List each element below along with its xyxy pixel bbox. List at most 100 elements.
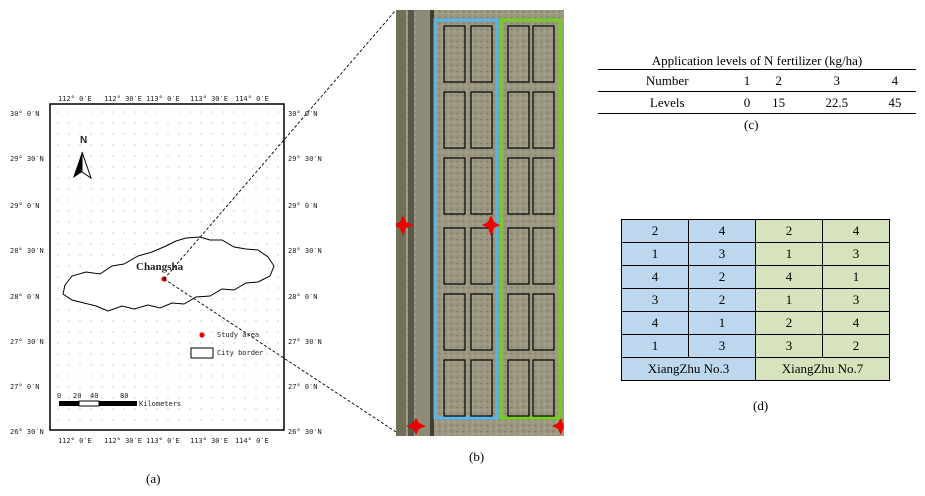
grid-row: 1 3 3 2 — [621, 334, 890, 358]
grid-row: 2 4 2 4 — [621, 219, 890, 243]
table-cell: 3 — [799, 69, 874, 92]
scale-tick: 0 — [57, 392, 62, 400]
grid-cell: 4 — [621, 265, 689, 289]
plot-rectangle — [532, 359, 555, 417]
panel-d-label: (d) — [753, 398, 769, 413]
grid-cell: 3 — [755, 334, 823, 358]
lat-tick-right: 30° 0′N — [288, 110, 318, 118]
grid-cell: 4 — [822, 219, 890, 243]
plot-rectangle — [507, 293, 530, 351]
lon-tick-top: 112° 0′E — [58, 95, 92, 103]
field-aerial-image — [396, 10, 564, 436]
grid-cell: 4 — [688, 219, 756, 243]
plot-rectangle — [443, 227, 466, 285]
plot-rectangle — [507, 157, 530, 215]
table-cell: 4 — [873, 69, 916, 92]
plot-rectangle — [532, 227, 555, 285]
fertilizer-levels-table: Application levels of N fertilizer (kg/h… — [598, 52, 916, 114]
plot-layout-grid: 2 4 2 4 1 3 1 3 4 2 4 1 3 2 1 3 4 1 2 4 … — [621, 219, 890, 381]
plot-rectangle — [443, 25, 466, 83]
table-cell: 45 — [873, 91, 916, 114]
lat-tick-left: 26° 30′N — [10, 428, 44, 436]
corner-marker-icons — [396, 215, 564, 435]
variety-1-label: XiangZhu No.3 — [621, 357, 756, 381]
variety-2-label: XiangZhu No.7 — [755, 357, 890, 381]
plot-rectangle — [443, 157, 466, 215]
lon-tick-top: 113° 30′E — [190, 95, 228, 103]
scale-tick: 20 — [73, 392, 82, 400]
plot-rectangle — [532, 25, 555, 83]
plot-rectangle — [470, 25, 493, 83]
grid-cell: 3 — [822, 242, 890, 266]
table-cell: 2 — [757, 69, 800, 92]
grid-cell: 4 — [621, 311, 689, 335]
grid-cell: 3 — [822, 288, 890, 312]
lon-tick-bottom: 112° 30′E — [104, 437, 142, 445]
lon-tick-bottom: 113° 30′E — [190, 437, 228, 445]
plot-rectangle — [507, 91, 530, 149]
lat-tick-left: 29° 30′N — [10, 155, 44, 163]
grid-cell: 3 — [621, 288, 689, 312]
grid-cell: 1 — [755, 242, 823, 266]
north-arrow-icon — [73, 151, 92, 180]
lon-tick-top: 114° 0′E — [235, 95, 269, 103]
lat-tick-left: 29° 0′N — [10, 202, 40, 210]
grid-cell: 1 — [822, 265, 890, 289]
grid-cell: 1 — [621, 242, 689, 266]
plot-rectangle — [470, 359, 493, 417]
plot-rectangle — [470, 293, 493, 351]
grid-cell: 2 — [755, 311, 823, 335]
scale-tick: 80 — [120, 392, 129, 400]
table-cell: 1 — [736, 69, 758, 92]
lat-tick-right: 29° 0′N — [288, 202, 318, 210]
grid-cell: 1 — [755, 288, 823, 312]
grid-cell: 2 — [755, 219, 823, 243]
lon-tick-top: 113° 0′E — [146, 95, 180, 103]
scale-tick: 40 — [90, 392, 99, 400]
lon-tick-bottom: 114° 0′E — [235, 437, 269, 445]
legend-study-area: Study area — [217, 331, 260, 339]
lat-tick-right: 27° 0′N — [288, 383, 318, 391]
plot-rectangle — [507, 359, 530, 417]
table-cell: Levels — [598, 91, 737, 114]
table-cell: 0 — [736, 91, 758, 114]
lat-tick-right: 29° 30′N — [288, 155, 322, 163]
scale-unit: Kilometers — [139, 400, 182, 408]
grid-cell: 2 — [621, 219, 689, 243]
grid-cell: 2 — [822, 334, 890, 358]
legend-city-border: City border — [217, 349, 264, 357]
panel-a-label: (a) — [146, 471, 161, 486]
panel-b-label: (b) — [469, 449, 485, 464]
plot-rectangle — [470, 227, 493, 285]
lat-tick-left: 27° 0′N — [10, 383, 40, 391]
grid-cell: 3 — [688, 242, 756, 266]
table-caption: Application levels of N fertilizer (kg/h… — [651, 53, 863, 68]
lon-tick-bottom: 112° 0′E — [58, 437, 92, 445]
north-label: N — [80, 135, 88, 146]
table-row: Number 1 2 3 4 — [598, 69, 916, 92]
plot-rectangle — [470, 91, 493, 149]
grid-row: 4 1 2 4 — [621, 311, 890, 335]
lat-tick-right: 28° 0′N — [288, 293, 318, 301]
plot-rectangle — [532, 293, 555, 351]
panel-c-label: (c) — [744, 117, 759, 132]
grid-cell: 1 — [688, 311, 756, 335]
lon-tick-bottom: 113° 0′E — [146, 437, 180, 445]
lat-tick-left: 28° 0′N — [10, 293, 40, 301]
plot-rectangle — [532, 157, 555, 215]
variety-label-row: XiangZhu No.3 XiangZhu No.7 — [621, 357, 890, 381]
grid-cell: 1 — [621, 334, 689, 358]
lat-tick-right: 26° 30′N — [288, 428, 322, 436]
plot-rectangle — [532, 91, 555, 149]
plot-rectangle — [443, 359, 466, 417]
lat-tick-right: 28° 30′N — [288, 247, 322, 255]
table-cell: 22.5 — [799, 91, 874, 114]
lat-tick-left: 27° 30′N — [10, 338, 44, 346]
grid-cell: 4 — [822, 311, 890, 335]
plot-rectangle — [443, 293, 466, 351]
plot-rectangle — [470, 157, 493, 215]
plot-rectangle — [443, 91, 466, 149]
grid-cell: 4 — [755, 265, 823, 289]
lat-tick-right: 27° 30′N — [288, 338, 322, 346]
table-cell: Number — [598, 69, 737, 92]
